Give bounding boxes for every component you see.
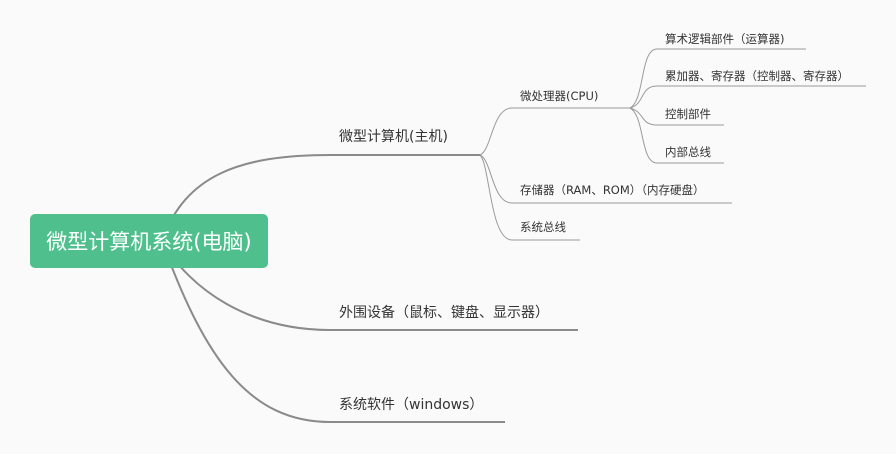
topic-cpu[interactable]: 微处理器(CPU) (520, 89, 599, 103)
topic-alu[interactable]: 算术逻辑部件（运算器) (665, 32, 785, 46)
topic-memory[interactable]: 存储器（RAM、ROM）（内存硬盘） (520, 183, 705, 197)
topic-system-bus[interactable]: 系统总线 (520, 220, 566, 234)
connector-root-software (161, 240, 331, 423)
connector-cpu-registers (629, 85, 658, 109)
topic-peripherals[interactable]: 外围设备（鼠标、键盘、显示器） (339, 305, 549, 321)
topic-control-unit[interactable]: 控制部件 (665, 107, 711, 121)
connector-cpu-internal-bus (629, 107, 658, 164)
connector-host-cpu (479, 107, 513, 156)
connector-cpu-control (629, 107, 658, 126)
root-topic-label: 微型计算机系统(电脑) (46, 230, 252, 254)
topic-software[interactable]: 系统软件（windows） (339, 397, 484, 413)
topic-accumulator-registers[interactable]: 累加器、寄存器（控制器、寄存器） (665, 69, 849, 83)
topic-internal-bus[interactable]: 内部总线 (665, 145, 711, 159)
connector-host-memory (479, 154, 513, 204)
topic-host[interactable]: 微型计算机(主机) (339, 129, 448, 145)
connector-cpu-alu (629, 48, 658, 109)
connector-host-bus (479, 154, 513, 241)
root-topic[interactable]: 微型计算机系统(电脑) (30, 214, 268, 268)
